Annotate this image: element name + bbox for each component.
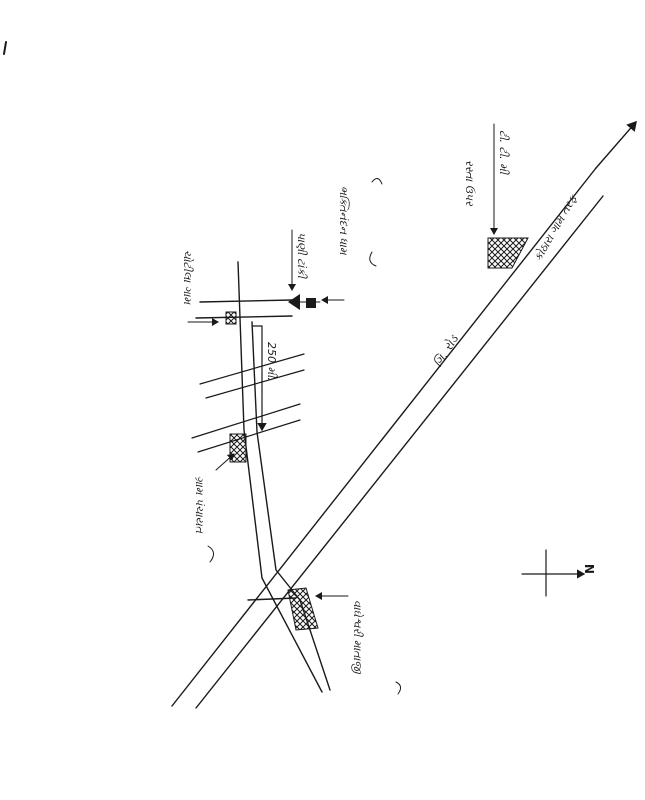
label-road-main: ગિ. રોડ [431,332,462,369]
scribble-mark [395,681,402,695]
label-tank: પાણી ટાંકી [295,232,308,279]
bottom-building-block [287,587,319,631]
label-distance: 250 મી. [265,342,278,381]
label-road-top: કોઠારા ગામ તરફ [531,192,580,264]
label-village-area: ભક્તિનંદન ધામ [337,186,350,256]
compass-icon: N [521,549,597,597]
center-building-block [229,433,247,463]
label-center-building: ગ્રામ પંચાયત [193,476,206,534]
buildings [225,237,529,631]
label-right-building-1: ટી. ટી. મી [497,130,510,175]
label-right-building-2: રસ્તા ઉપર [463,160,476,207]
secondary-road [237,261,331,693]
label-bottom-building: વાઘેશ્વરી માતાજી [351,600,364,674]
top-building-block [225,311,237,325]
label-top-building: ચોટીલા ગામ [181,250,194,305]
distance-arrow [251,325,267,432]
corner-mark [3,41,7,55]
scribble-mark [371,178,383,185]
middle-cross-roads [191,353,305,453]
top-cross-road [195,299,293,319]
north-label: N [583,564,597,574]
scribble-mark [207,545,214,563]
tank-icon [288,294,321,310]
main-road [171,120,637,709]
leader-lines [187,123,498,600]
scribble-mark [369,251,377,267]
right-building-block [487,237,529,269]
